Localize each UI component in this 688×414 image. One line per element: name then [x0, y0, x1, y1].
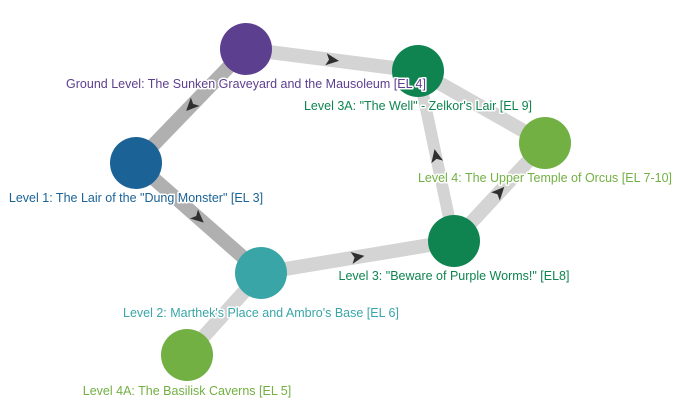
- node-label-level3: Level 3: "Beware of Purple Worms!" [EL8]: [339, 269, 570, 283]
- node-label-level4: Level 4: The Upper Temple of Orcus [EL 7…: [418, 171, 672, 185]
- node-ground[interactable]: [220, 23, 272, 75]
- node-level1[interactable]: [110, 137, 162, 189]
- node-label-ground: Ground Level: The Sunken Graveyard and t…: [66, 77, 426, 91]
- arrow-icon: [325, 53, 339, 66]
- labels-layer: Ground Level: The Sunken Graveyard and t…: [7, 76, 673, 400]
- arrow-icon: [186, 97, 200, 112]
- node-level2[interactable]: [235, 247, 287, 299]
- arrow-icon: [431, 149, 444, 164]
- node-level4[interactable]: [519, 117, 571, 169]
- node-label-level3a: Level 3A: "The Well" - Zelkor's Lair [EL…: [304, 99, 532, 113]
- arrow-icon: [491, 186, 505, 201]
- nodes-layer: [110, 23, 571, 381]
- node-label-level2: Level 2: Marthek's Place and Ambro's Bas…: [123, 306, 399, 320]
- node-level3a[interactable]: [392, 45, 444, 97]
- arrow-icon: [190, 209, 204, 223]
- arrow-icon: [350, 252, 365, 264]
- node-level4a[interactable]: [161, 329, 213, 381]
- node-level3[interactable]: [428, 215, 480, 267]
- node-label-level1: Level 1: The Lair of the "Dung Monster" …: [9, 191, 263, 205]
- node-label-level4a: Level 4A: The Basilisk Caverns [EL 5]: [83, 384, 291, 398]
